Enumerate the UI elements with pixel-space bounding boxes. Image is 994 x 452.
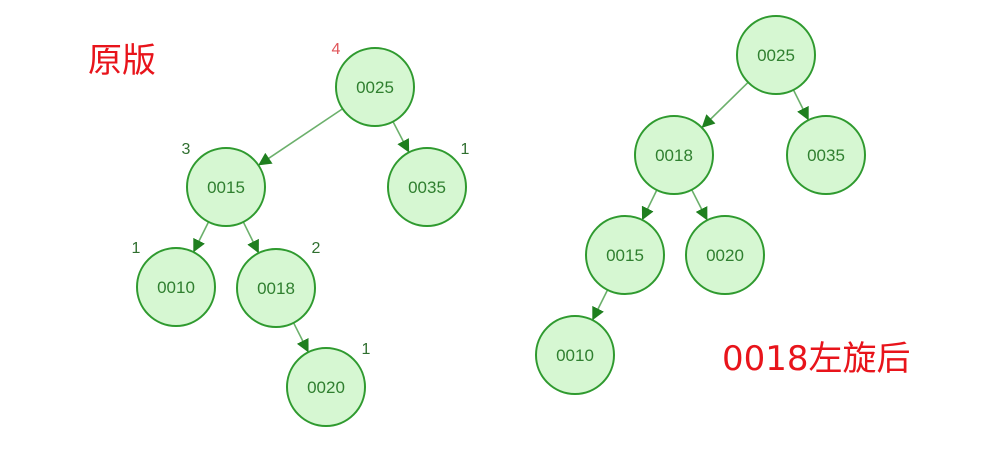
tree-node-r10: 0010 — [535, 315, 615, 395]
node-label: 0035 — [807, 146, 845, 165]
edge-r25-r35 — [792, 89, 809, 121]
tree-node-o10: 0010 1 — [132, 240, 216, 327]
tree-node-o20: 0020 1 — [286, 341, 371, 427]
node-circle — [736, 15, 816, 95]
node-label: 0018 — [257, 279, 295, 298]
edge-o18-o20 — [292, 322, 309, 353]
edge-r18-r15 — [641, 189, 658, 221]
height-label: 2 — [312, 240, 321, 257]
height-label: 1 — [362, 341, 371, 358]
node-label: 0025 — [757, 46, 795, 65]
edge-r18-r20 — [691, 189, 708, 221]
tree-node-r20: 0020 — [685, 215, 765, 295]
edge-o15-o10 — [193, 221, 210, 253]
tree-node-r35: 0035 — [786, 115, 866, 195]
tree-node-r18: 0018 — [634, 115, 714, 195]
edge-o25-o15 — [258, 108, 344, 166]
tree-node-o25: 0025 4 — [332, 41, 415, 127]
height-label: 3 — [182, 141, 191, 158]
height-label: 1 — [461, 141, 470, 158]
tree-node-r15: 0015 — [585, 215, 665, 295]
node-circle — [685, 215, 765, 295]
node-circle — [335, 47, 415, 127]
tree-node-o35: 0035 1 — [387, 141, 470, 227]
node-label: 0020 — [706, 246, 744, 265]
node-circle — [387, 147, 467, 227]
edge-r25-r18 — [701, 81, 749, 128]
node-circle — [136, 247, 216, 327]
node-circle — [634, 115, 714, 195]
node-circle — [236, 248, 316, 328]
node-label: 0015 — [606, 246, 644, 265]
node-circle — [186, 147, 266, 227]
height-label: 4 — [332, 41, 341, 58]
node-label: 0035 — [408, 178, 446, 197]
node-label: 0015 — [207, 178, 245, 197]
original-caption: 原版 — [88, 41, 156, 81]
tree-node-o18: 0018 2 — [236, 240, 321, 328]
tree-node-o15: 0015 3 — [182, 141, 266, 227]
tree-node-r25: 0025 — [736, 15, 816, 95]
node-label: 0010 — [157, 278, 195, 297]
node-circle — [585, 215, 665, 295]
rotated-caption: 0018左旋后 — [722, 339, 911, 379]
height-label: 1 — [132, 240, 141, 257]
edges-layer — [193, 81, 809, 353]
node-label: 0010 — [556, 346, 594, 365]
edge-o15-o18 — [242, 221, 259, 254]
node-circle — [535, 315, 615, 395]
node-label: 0025 — [356, 78, 394, 97]
node-circle — [786, 115, 866, 195]
node-circle — [286, 347, 366, 427]
edge-r15-r10 — [592, 289, 609, 321]
node-label: 0020 — [307, 378, 345, 397]
node-label: 0018 — [655, 146, 693, 165]
edge-o25-o35 — [392, 121, 410, 153]
